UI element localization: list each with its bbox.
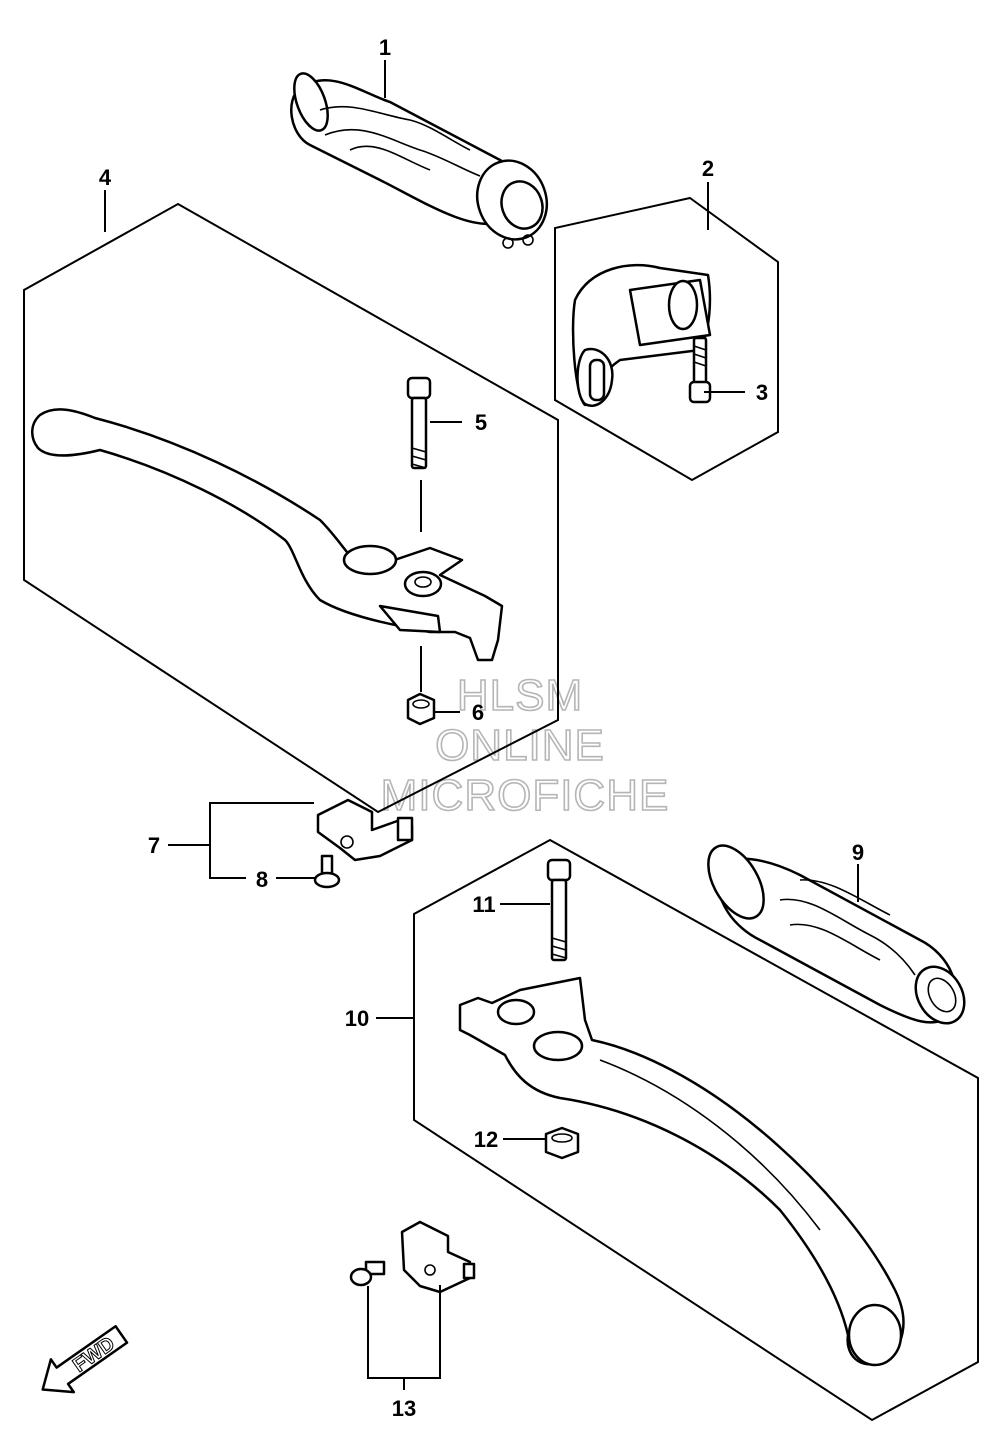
grip-right-part <box>707 844 966 1025</box>
watermark-line1: HLSM <box>457 671 583 720</box>
callout-3: 3 <box>756 380 768 405</box>
callout-1: 1 <box>379 35 391 60</box>
screw-8-part <box>313 854 341 889</box>
assembly-box-4 <box>23 202 559 814</box>
leader-lines <box>104 60 859 1390</box>
watermark-line3: MICROFICHE <box>381 771 670 820</box>
callout-2: 2 <box>702 156 714 181</box>
pivot-bolt-5-part <box>406 376 432 470</box>
callout-13: 13 <box>392 1396 416 1421</box>
bolt-3-part <box>688 336 712 404</box>
callout-10: 10 <box>345 1006 369 1031</box>
assembly-box-10 <box>413 838 979 1422</box>
callout-7: 7 <box>148 833 160 858</box>
fwd-badge: FWD <box>41 1325 129 1394</box>
callout-4: 4 <box>99 165 112 190</box>
callout-11: 11 <box>472 892 495 917</box>
callout-9: 9 <box>852 840 864 865</box>
watermark-line2: ONLINE <box>435 721 605 770</box>
callout-12: 12 <box>474 1127 498 1152</box>
lever-left-part <box>31 408 504 662</box>
assembly-box-2 <box>554 196 779 482</box>
switch-7-part <box>316 798 414 862</box>
switch-13-part <box>349 1220 476 1294</box>
watermark: HLSM ONLINE MICROFICHE <box>380 670 670 821</box>
callouts: 1 2 3 4 5 6 7 8 9 10 11 12 13 <box>99 35 864 1421</box>
pivot-bolt-11-part <box>546 858 572 962</box>
nut-12-part <box>544 1126 580 1160</box>
nut-6-part <box>406 692 436 726</box>
callout-5: 5 <box>475 410 487 435</box>
callout-8: 8 <box>256 867 268 892</box>
fwd-arrow-icon <box>41 1325 129 1394</box>
bar-end-clamp-part <box>571 263 712 407</box>
grip-left-part <box>290 72 549 249</box>
callout-6: 6 <box>472 700 484 725</box>
lever-right-part <box>458 976 905 1367</box>
